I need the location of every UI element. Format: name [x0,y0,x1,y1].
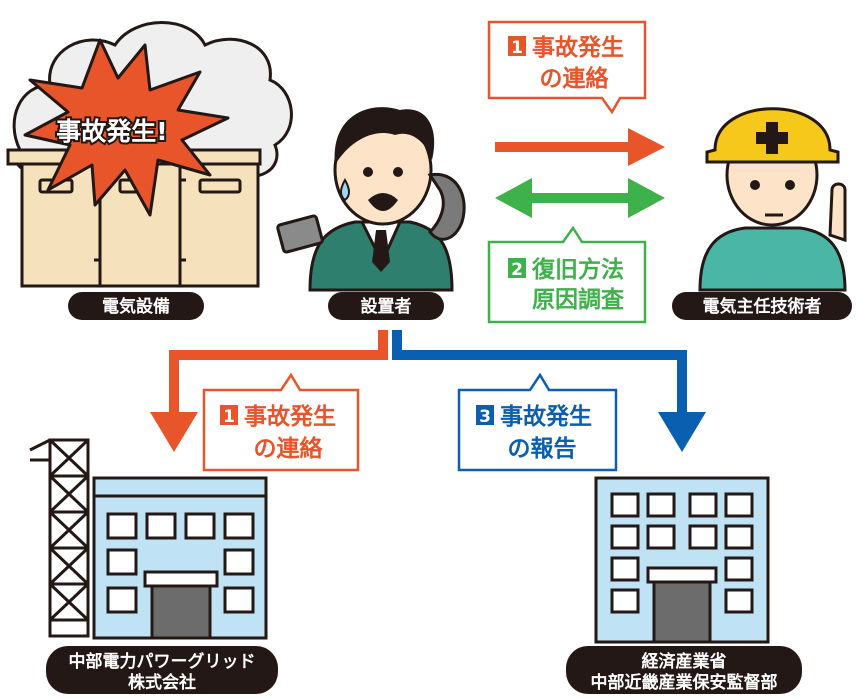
orange-arrow-to-utility [150,330,388,452]
step-number-badge [508,258,526,278]
cabinet-slot [198,178,242,194]
bubble-line: 復旧方法 [531,256,624,283]
utility-building-illustration [29,438,268,640]
bubble-contact-engineer: 1 事故発生 の連絡 [487,20,647,115]
installer-eye [393,167,403,177]
step-number-badge [476,405,494,425]
explosion-burst [23,38,230,217]
step-number: 1 [511,38,523,58]
label-text: 電気主任技術者 [703,296,822,317]
label-text: 中部電力パワーグリッド [69,651,256,672]
bubble-line: の連絡 [254,435,324,462]
phone-icon [427,172,466,241]
bubble-contact-utility: 1 事故発生 の連絡 [202,372,360,472]
accident-burst-label: 事故発生! [56,117,167,146]
transmission-tower [29,438,90,638]
installer-eye [363,167,373,177]
engineer-eye [750,180,760,190]
ministry-building-illustration [594,476,770,644]
sweat-drop-icon [340,177,350,202]
card-in-hand [276,214,324,254]
label-text: 中部近畿産業保安監督部 [591,672,778,693]
engineer-body [698,226,847,292]
label-equipment: 電気設備 [68,292,204,320]
bubble-line: の報告 [508,435,577,462]
bubble-line: 事故発生 [500,404,592,430]
installer-tie [372,230,390,272]
bubble-report-ministry: 3 事故発生 の報告 [457,372,618,472]
step-number-badge [508,36,526,56]
engineer-eye [785,180,795,190]
label-installer: 設置者 [328,292,444,320]
blue-arrow-to-ministry [392,330,706,452]
bubble-line: 原因調査 [532,286,624,313]
installer-illustration [276,107,466,292]
step-number: 1 [223,407,235,427]
bubble-line: 事故発生 [532,35,624,61]
label-text: 電気設備 [102,296,170,317]
label-text: 株式会社 [128,672,196,693]
orange-arrow-to-engineer [495,128,665,166]
bubble-line: の連絡 [540,65,610,92]
bubble-engineer-reply: 2 復旧方法 原因調査 [487,225,647,324]
green-double-arrow [495,178,665,218]
equipment-illustration: 事故発生! [6,21,293,288]
step-number: 2 [511,260,523,280]
bubble-line: 事故発生 [244,404,336,430]
label-ministry: 経済産業省 中部近畿産業保安監督部 [566,646,802,694]
step-number: 3 [479,407,491,427]
installer-mouth [368,193,398,211]
engineer-illustration [698,107,847,292]
step-number-badge [220,405,238,425]
label-text: 経済産業省 [642,651,727,672]
installer-hair [334,107,435,165]
label-utility: 中部電力パワーグリッド 株式会社 [46,646,278,694]
engineer-finger [828,182,847,243]
label-engineer: 電気主任技術者 [672,292,852,320]
label-text: 設置者 [361,296,412,317]
hard-hat-cross-icon [756,122,788,154]
